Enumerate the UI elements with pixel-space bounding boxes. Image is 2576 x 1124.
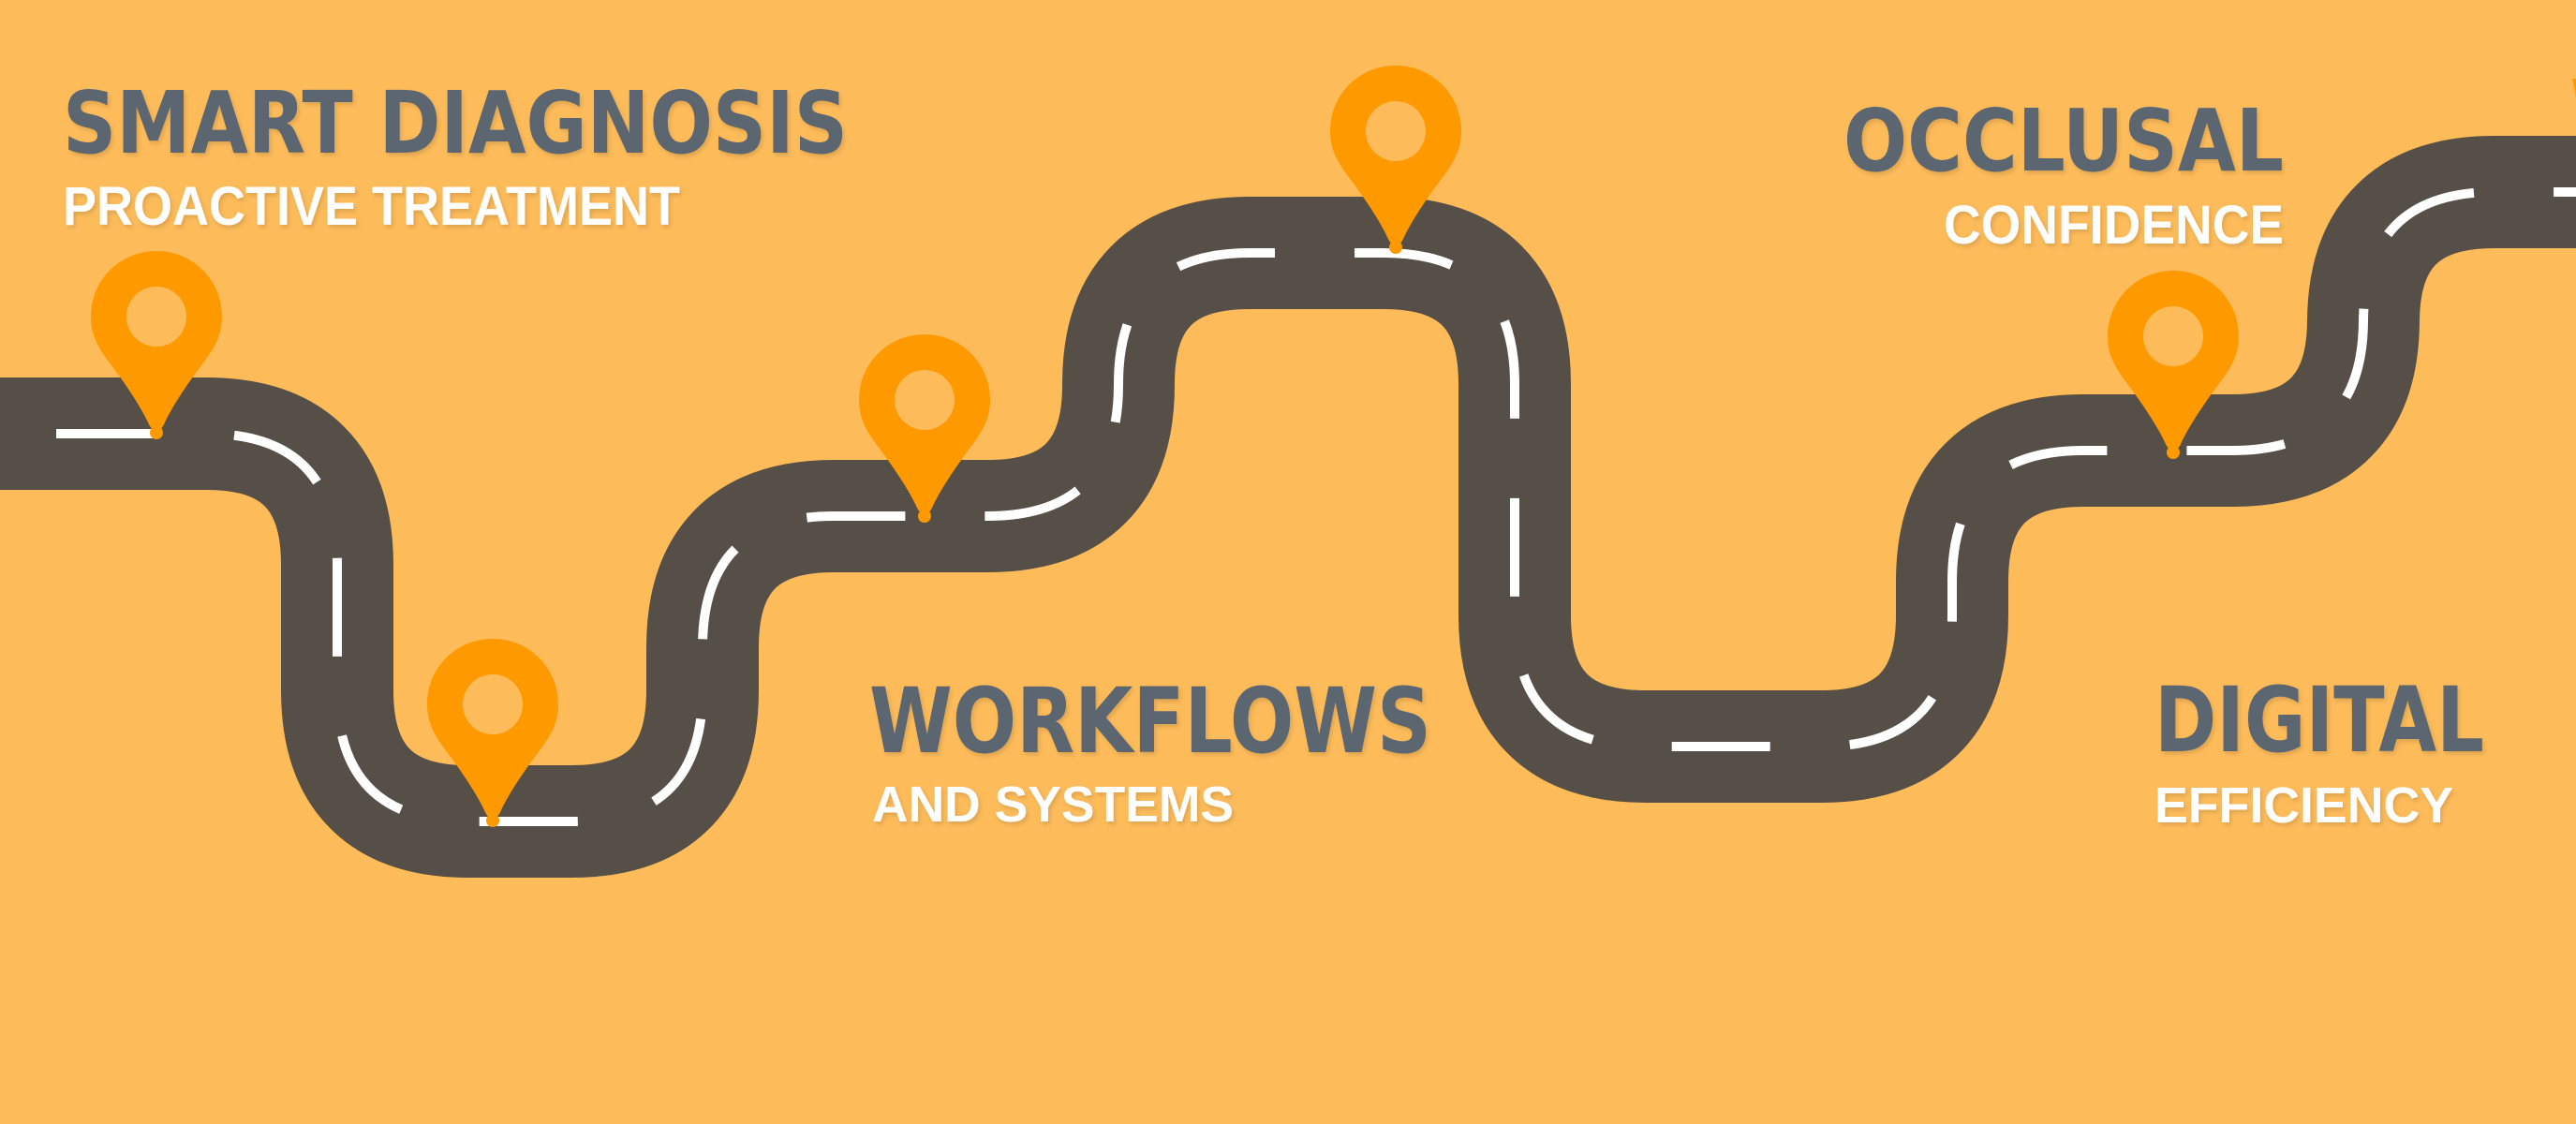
milestone-workflows: WORKFLOWS AND SYSTEMS — [869, 669, 1431, 833]
milestone-subtitle: CONFIDENCE — [1944, 195, 2284, 256]
milestone-subtitle: PROACTIVE TREATMENT — [63, 176, 680, 237]
milestone-digital: DIGITAL EFFICIENCY — [2154, 668, 2484, 834]
milestone-subtitle: AND SYSTEMS — [872, 776, 1234, 833]
lane-markings — [0, 187, 2576, 826]
milestone-title: WORKFLOWS — [869, 669, 1431, 774]
milestone-occlusal: OCCLUSAL CONFIDENCE — [1843, 91, 2284, 256]
milestone-title: SMART DIAGNOSIS — [63, 73, 848, 173]
milestone-title: OCCLUSAL — [1843, 91, 2284, 191]
milestone-smart-diagnosis: SMART DIAGNOSIS PROACTIVE TREATMENT — [63, 73, 848, 237]
partial-pin-icon — [2572, 79, 2576, 97]
milestone-subtitle: EFFICIENCY — [2154, 777, 2453, 834]
milestone-title: DIGITAL — [2154, 668, 2484, 773]
